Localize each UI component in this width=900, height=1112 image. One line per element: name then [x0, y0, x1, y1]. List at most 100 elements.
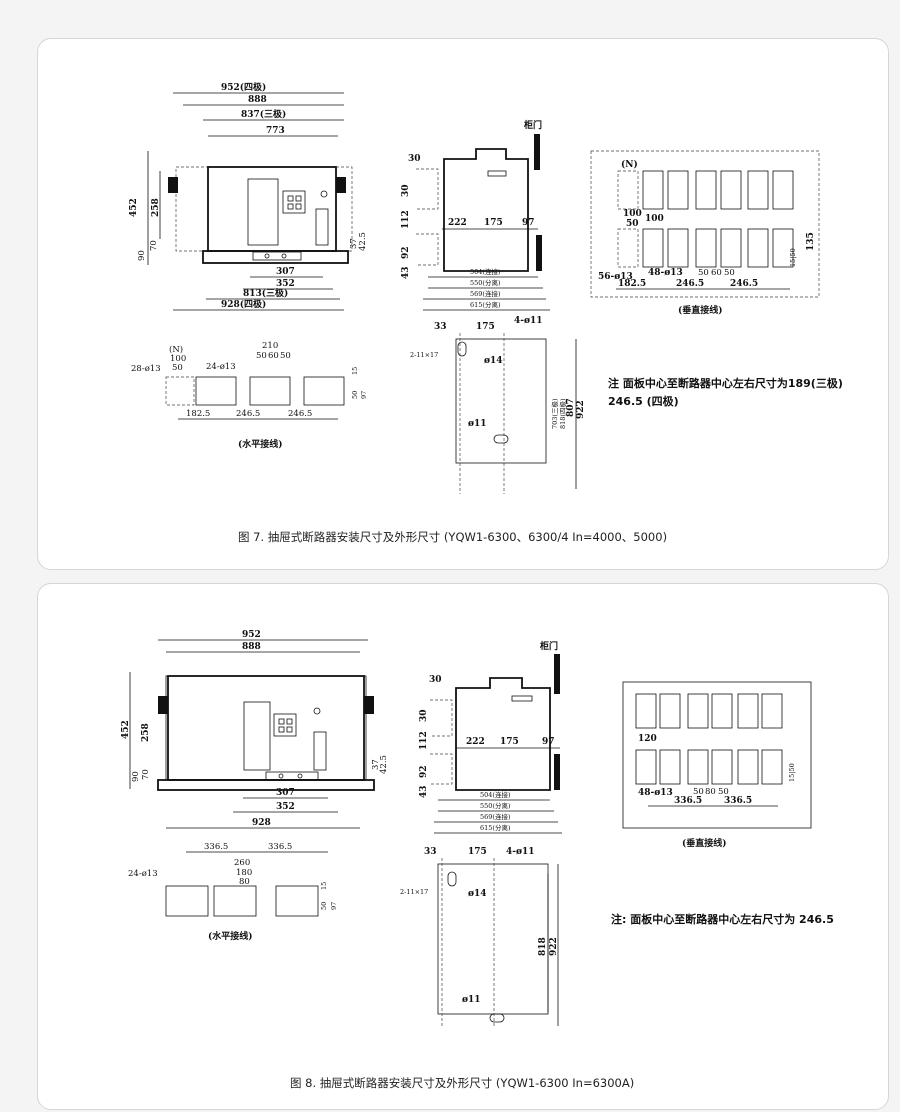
- dim-615: 615(分离): [480, 823, 511, 832]
- figure-7-panel: 952(四极) 888 837(三极) 773 452 258 90 70 37…: [37, 38, 889, 570]
- hw-24: 24-ø13: [206, 362, 236, 372]
- mp-14: ø14: [484, 356, 503, 366]
- mp-4-11: 4-ø11: [506, 847, 535, 857]
- vertical-wiring: 120 48-ø13 50 80 50 15|50 336.5 336.5 (垂…: [622, 681, 812, 849]
- dim-258: 258: [141, 723, 151, 742]
- hw-50v: 50: [320, 902, 328, 910]
- hw-50: 50: [172, 363, 183, 373]
- vw-50b: 50: [724, 268, 735, 278]
- dim-90: 90: [137, 250, 147, 261]
- mp-11: ø11: [468, 419, 487, 429]
- vw-182-5: 182.5: [618, 279, 646, 289]
- mp-33: 33: [424, 847, 437, 857]
- vw-15-50: 15|50: [788, 763, 796, 782]
- vw-50b: 50: [718, 787, 729, 797]
- mp-807: 807: [566, 398, 576, 417]
- mp-922: 922: [549, 937, 559, 956]
- hw-15: 15: [320, 882, 328, 890]
- figure-7-caption: 图 7. 抽屉式断路器安装尺寸及外形尺寸 (YQW1-6300、6300/4 I…: [238, 530, 667, 544]
- vw-336-5a: 336.5: [674, 796, 702, 806]
- mp-4-11: 4-ø11: [514, 316, 543, 326]
- note-line-2: 246.5 (四极): [608, 394, 679, 408]
- dim-550: 550(分离): [480, 801, 511, 810]
- horizontal-wiring: 336.5 336.5 260 180 80 24-ø13 15 50 97 (…: [128, 842, 338, 942]
- mp-14: ø14: [468, 889, 487, 899]
- mounting-plate: 33 175 4-ø11 2-11×17 ø14 703(三极) 818(四极)…: [410, 316, 586, 494]
- front-view: 952(四极) 888 837(三极) 773 452 258 90 70 37…: [129, 81, 368, 311]
- hw-336-5b: 336.5: [268, 842, 292, 852]
- mp-11: ø11: [462, 995, 481, 1005]
- mp-922: 922: [576, 400, 586, 419]
- figure-7-drawing: 952(四极) 888 837(三极) 773 452 258 90 70 37…: [129, 81, 843, 544]
- dim-813: 813(三极): [243, 287, 288, 299]
- vw-80: 80: [705, 787, 716, 797]
- hw-246-5a: 246.5: [236, 409, 260, 419]
- vw-246-5b: 246.5: [730, 279, 758, 289]
- dim-222: 222: [448, 218, 467, 228]
- hw-100: 100: [170, 354, 186, 364]
- dim-928: 928(四极): [221, 298, 266, 310]
- dim-92: 92: [419, 765, 429, 778]
- dim-175: 175: [484, 218, 503, 228]
- hw-97: 97: [360, 391, 368, 399]
- dim-452: 452: [129, 198, 139, 217]
- vw-n: (N): [621, 159, 638, 170]
- vertical-wiring-label: (垂直接线): [678, 304, 723, 316]
- vw-60: 60: [711, 268, 722, 278]
- vw-50a: 50: [698, 268, 709, 278]
- horizontal-wiring-label: (水平接线): [238, 438, 283, 450]
- hw-210: 210: [262, 341, 278, 351]
- vw-56: 56-ø13: [598, 272, 633, 282]
- vw-48: 48-ø13: [638, 788, 673, 798]
- dim-175: 175: [500, 737, 519, 747]
- dim-504: 504(连接): [470, 267, 501, 276]
- vw-120: 120: [638, 734, 657, 744]
- dim-928: 928: [252, 818, 271, 828]
- dim-112: 112: [401, 210, 411, 229]
- mp-818: 818(四极): [558, 398, 567, 429]
- dim-569: 569(连接): [470, 289, 501, 298]
- vw-48: 48-ø13: [648, 268, 683, 278]
- hw-336-5a: 336.5: [204, 842, 228, 852]
- dim-352: 352: [276, 802, 295, 812]
- front-view: 952 888 452 258 90 70 37 42.5 307 352 92…: [121, 630, 389, 829]
- figure-8-caption: 图 8. 抽屉式断路器安装尺寸及外形尺寸 (YQW1-6300 In=6300A…: [290, 1076, 634, 1090]
- dim-569: 569(连接): [480, 812, 511, 821]
- note-line-1: 注 面板中心至断路器中心左右尺寸为189(三极): [608, 376, 843, 390]
- hw-97: 97: [330, 902, 338, 910]
- vertical-wiring-label: (垂直接线): [682, 837, 727, 849]
- dim-837: 837(三极): [241, 108, 286, 120]
- hw-246-5b: 246.5: [288, 409, 312, 419]
- dim-90: 90: [131, 771, 141, 782]
- dim-30b: 30: [419, 709, 429, 722]
- figure-8-panel: 952 888 452 258 90 70 37 42.5 307 352 92…: [37, 583, 889, 1110]
- dim-30a: 30: [429, 675, 442, 685]
- hw-80: 80: [239, 877, 250, 887]
- hw-260: 260: [234, 858, 250, 868]
- mp-818: 818: [538, 937, 548, 956]
- dim-615: 615(分离): [470, 300, 501, 309]
- dim-37: 37: [349, 238, 359, 249]
- hw-180: 180: [236, 868, 252, 878]
- dim-92: 92: [401, 246, 411, 259]
- dim-888: 888: [248, 95, 267, 105]
- dim-550: 550(分离): [470, 278, 501, 287]
- vw-15-50: 15|50: [789, 248, 797, 267]
- dim-70: 70: [149, 240, 159, 251]
- figure-8-drawing: 952 888 452 258 90 70 37 42.5 307 352 92…: [121, 630, 834, 1090]
- dim-504: 504(连接): [480, 790, 511, 799]
- vw-50a: 50: [693, 787, 704, 797]
- dim-30b: 30: [401, 184, 411, 197]
- dim-452: 452: [121, 720, 131, 739]
- dim-112: 112: [419, 731, 429, 750]
- dim-888: 888: [242, 642, 261, 652]
- vw-100b: 100: [645, 214, 664, 224]
- mp-175: 175: [468, 847, 487, 857]
- vertical-wiring: (N) 100 50 100 135 56-ø13 48-ø13 50 60 5…: [590, 150, 820, 316]
- note: 注: 面板中心至断路器中心左右尺寸为 246.5: [611, 912, 834, 926]
- mp-2-11x17: 2-11×17: [410, 351, 438, 359]
- horizontal-wiring: (N) 100 50 210 50 60 50 28-ø13 24-ø13 15…: [131, 341, 368, 450]
- side-view: 柜门 30 30 112 92 43 222 175 97 504(连接) 55…: [401, 119, 550, 311]
- door-label: 柜门: [523, 119, 542, 131]
- hw-50b: 50: [280, 351, 291, 361]
